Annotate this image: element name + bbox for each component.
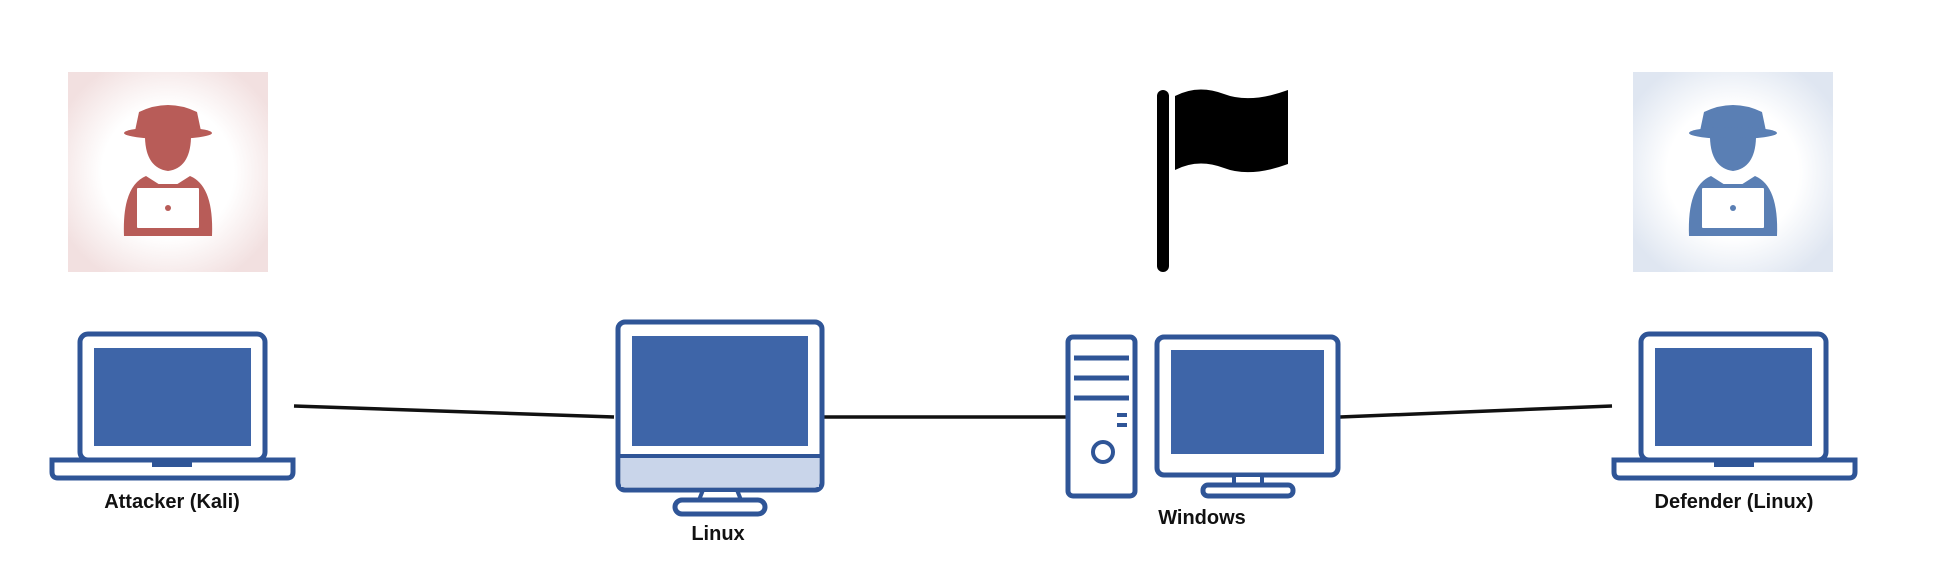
defender-persona xyxy=(1633,72,1833,272)
windows-label: Windows xyxy=(1158,507,1246,529)
defender-persona-tile xyxy=(1633,72,1833,272)
windows-desktop-tower-icon xyxy=(1065,334,1138,499)
attacker-label: Attacker (Kali) xyxy=(104,491,240,513)
linux-monitor-icon xyxy=(615,319,825,517)
attacker-persona xyxy=(68,72,268,272)
flag-icon xyxy=(1157,89,1288,272)
windows-monitor-icon xyxy=(1154,334,1341,499)
attacker-persona-tile xyxy=(68,72,268,272)
network-links xyxy=(293,404,1613,419)
attacker-laptop-icon xyxy=(49,331,296,481)
defender-laptop-icon xyxy=(1611,331,1858,481)
link-windows-defender xyxy=(1339,404,1613,419)
attacker-persona-laptop xyxy=(128,184,208,235)
link-attacker-linux xyxy=(293,404,615,419)
defender-persona-laptop xyxy=(1693,184,1773,235)
linux-label: Linux xyxy=(691,523,744,545)
defender-label: Defender (Linux) xyxy=(1655,491,1814,513)
